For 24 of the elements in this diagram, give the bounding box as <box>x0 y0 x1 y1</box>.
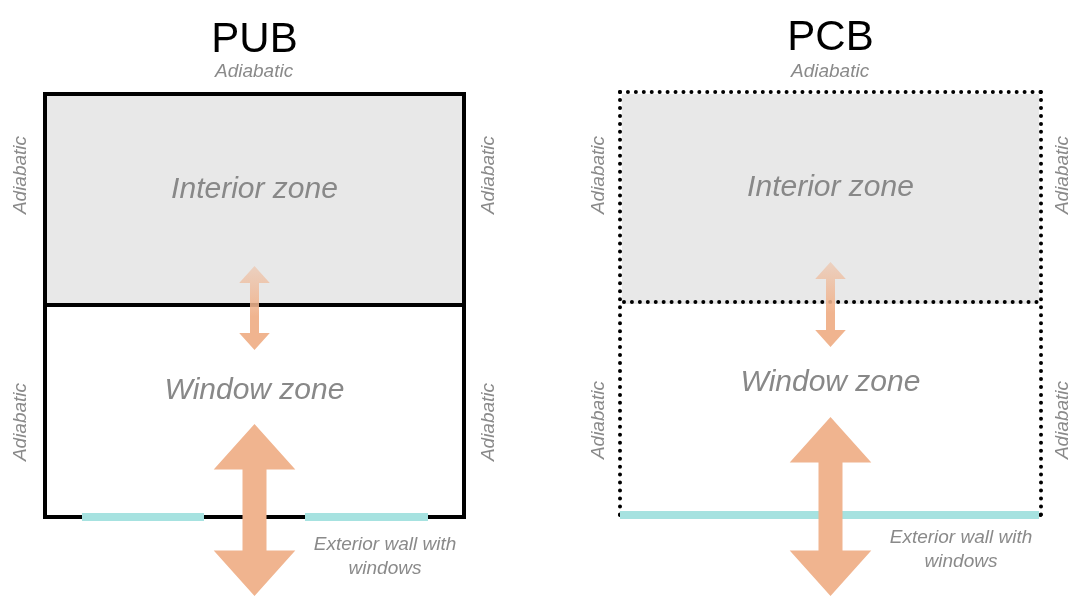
double-arrow <box>789 417 872 596</box>
boundary-label: Adiabatic <box>1051 135 1072 215</box>
zone-label: Window zone <box>739 364 922 398</box>
boundary-label: Adiabatic <box>9 382 32 462</box>
panel-title: PCB <box>786 12 875 60</box>
wall-label: Exterior wall with windows <box>888 525 1034 573</box>
boundary-label: Adiabatic <box>1051 380 1072 460</box>
boundary-label: Adiabatic <box>477 135 500 215</box>
double-arrow <box>815 262 846 347</box>
double-arrow <box>239 266 270 350</box>
boundary-label: Adiabatic <box>477 382 500 462</box>
zone-label: Interior zone <box>746 169 915 203</box>
interior-zone <box>47 96 462 307</box>
boundary-label: Adiabatic <box>791 60 870 82</box>
boundary-label: Adiabatic <box>215 60 294 82</box>
interior-zone <box>622 94 1039 304</box>
zone-label: Window zone <box>163 372 346 406</box>
zone-label: Interior zone <box>170 171 339 205</box>
boundary-label: Adiabatic <box>9 135 32 215</box>
boundary-label: Adiabatic <box>587 380 610 460</box>
wall-label: Exterior wall with windows <box>312 532 458 580</box>
boundary-label: Adiabatic <box>587 135 610 215</box>
panel-title: PUB <box>210 14 299 62</box>
double-arrow <box>213 424 296 596</box>
